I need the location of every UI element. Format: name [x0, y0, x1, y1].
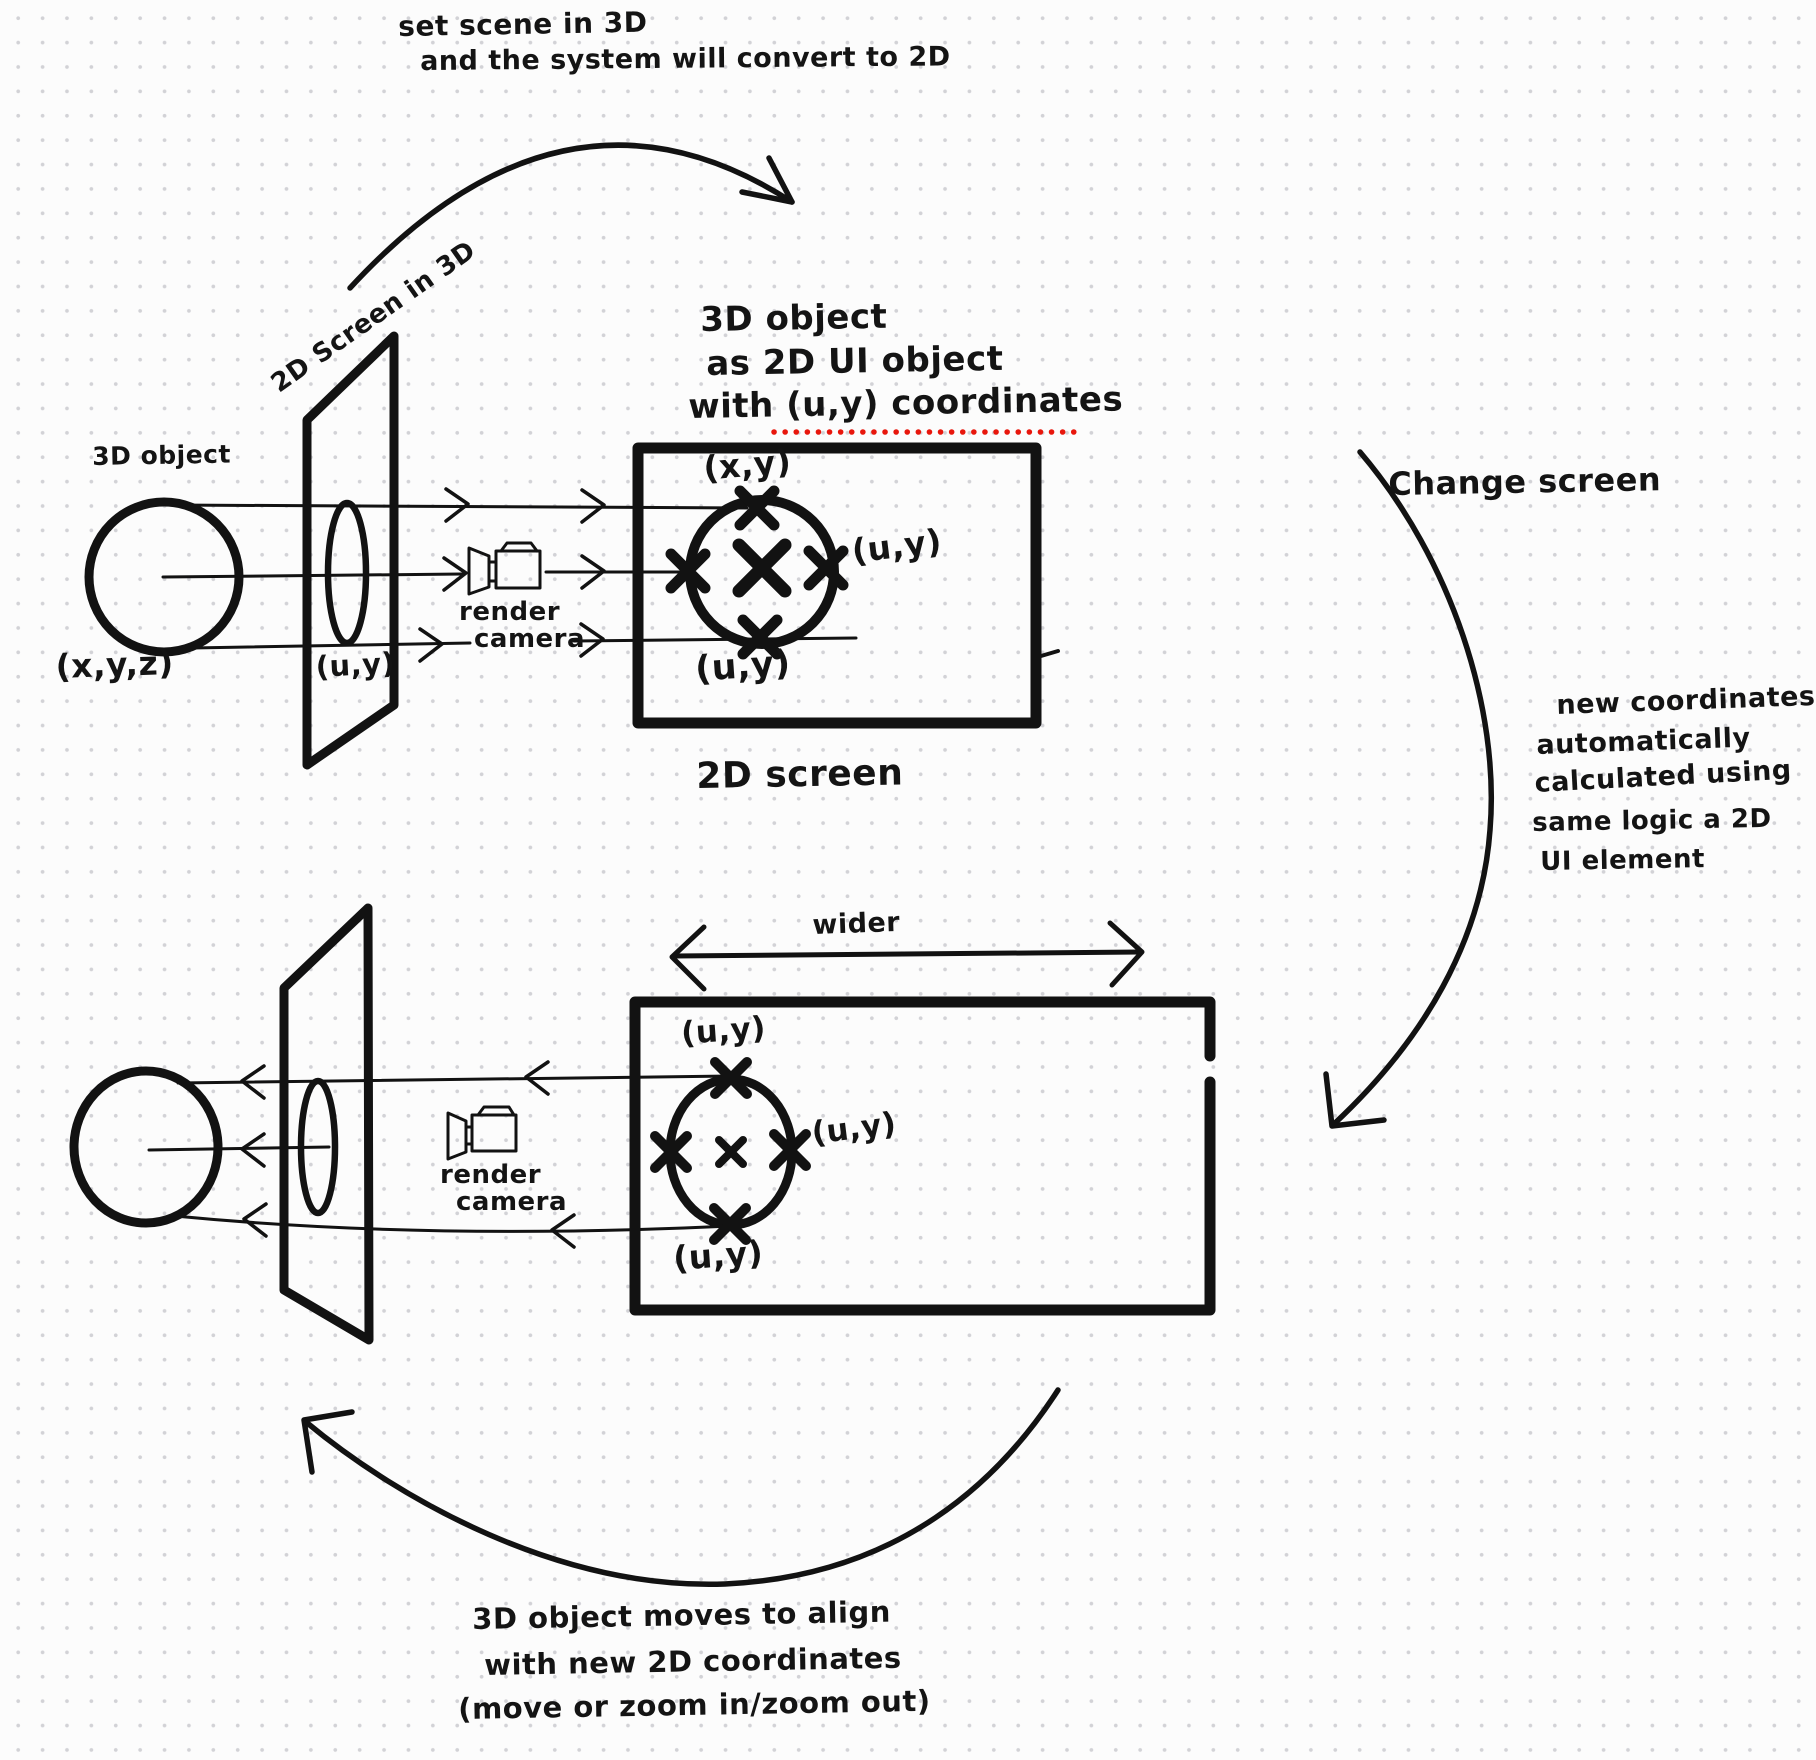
bottom-note-line1: 3D object moves to align: [471, 1594, 892, 1636]
render-camera-icon-bottom: [446, 1105, 518, 1161]
wider-label: wider: [811, 906, 901, 941]
point-xy-label-top: (x,y): [701, 441, 793, 488]
projection-lines-top: [161, 487, 858, 663]
ui-object-circle-bottom: [650, 1057, 811, 1245]
xyz-coords-label: (x,y,z): [54, 642, 175, 686]
cycle-arrow-bottom: [301, 1387, 1061, 1587]
screen-2d-top: [632, 442, 1060, 729]
screen-top-heading-line2: as 2D UI object: [705, 338, 1004, 384]
screen-2d-bottom: [629, 996, 1216, 1316]
3d-object-label: 3D object: [91, 439, 232, 471]
plane-uv-coords-label: (u,y): [314, 645, 397, 684]
render-camera-top-label-line2: camera: [474, 624, 586, 654]
point-uy-label-top-bottom: (u,y): [679, 1010, 768, 1052]
screen-top-heading-line3: with (u,y) coordinates: [687, 379, 1124, 427]
screen-2d-caption: 2D screen: [695, 752, 904, 797]
render-camera-icon-top: [467, 541, 542, 596]
right-note-line4: same logic a 2D: [1531, 803, 1772, 838]
render-camera-top-label-line1: render: [459, 597, 561, 627]
change-screen-label: Change screen: [1387, 460, 1662, 503]
ui-object-circle-top: [665, 485, 849, 660]
screen-plane-bottom: [279, 903, 374, 1345]
right-note-line5: UI element: [1539, 844, 1706, 877]
top-note-line1: set scene in 3D: [397, 5, 648, 43]
bottom-note-line2: with new 2D coordinates: [483, 1640, 902, 1682]
projection-lines-bottom: [147, 1060, 733, 1249]
3d-object-circle-bottom: [69, 1066, 223, 1228]
point-uy-label-bottom-top: (u,y): [693, 643, 792, 690]
screen-plane-top: [302, 331, 399, 770]
screen-top-heading-line1: 3D object: [699, 296, 888, 340]
render-camera-bottom-label-line2: camera: [456, 1187, 568, 1217]
cycle-arrow-top: [347, 142, 795, 291]
point-uy-label-bottom-bottom: (u,y): [671, 1232, 765, 1278]
top-note-line2: and the system will convert to 2D: [419, 41, 951, 77]
render-camera-bottom-label-line1: render: [440, 1160, 542, 1190]
wider-arrow: [669, 920, 1145, 992]
bottom-note-line3: (move or zoom in/zoom out): [457, 1683, 931, 1726]
cycle-arrow-right: [1323, 449, 1495, 1129]
